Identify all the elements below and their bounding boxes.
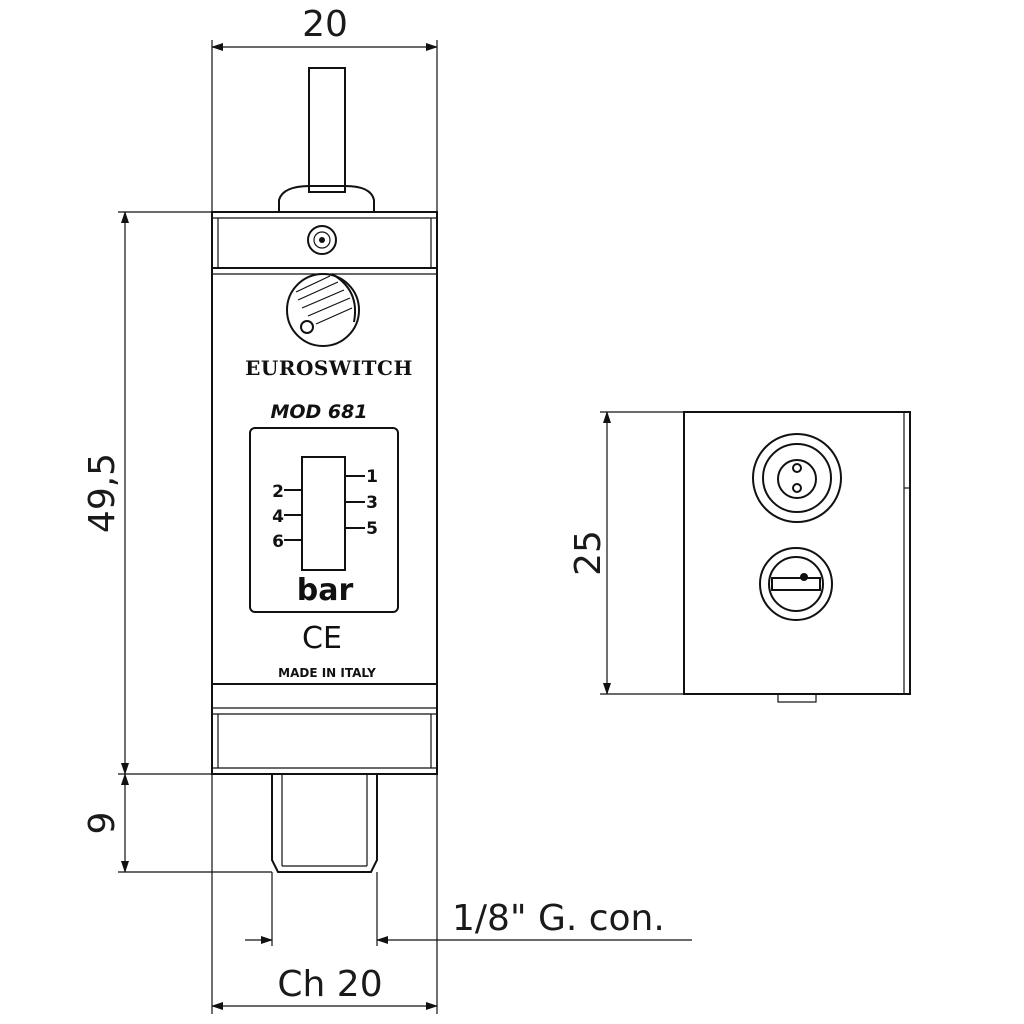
side-view bbox=[683, 411, 911, 703]
scale-window bbox=[249, 427, 399, 613]
side-housing bbox=[683, 411, 911, 695]
scale-number: 3 bbox=[366, 493, 378, 513]
adjustment-screw-icon bbox=[759, 547, 833, 621]
front-view: EUROSWITCH MOD 681 2 4 6 1 3 5 bar CE MA… bbox=[211, 67, 438, 873]
threaded-fitting bbox=[271, 774, 378, 873]
unit-label: bar bbox=[297, 573, 354, 608]
top-screw bbox=[307, 225, 337, 255]
side-dimension: 25 bbox=[568, 411, 684, 695]
origin-label: MADE IN ITALY bbox=[278, 666, 376, 680]
scale-number: 2 bbox=[272, 482, 284, 502]
dim-thread-height-label: 9 bbox=[82, 812, 123, 835]
cable bbox=[308, 67, 346, 193]
ce-mark: CE bbox=[302, 621, 342, 656]
dim-width-label: 20 bbox=[302, 4, 348, 45]
dim-thread-spec-label: 1/8" G. con. bbox=[452, 898, 665, 939]
dim-height-label: 49,5 bbox=[82, 453, 123, 533]
brand-name: EUROSWITCH bbox=[245, 356, 413, 380]
scale-slot bbox=[301, 456, 346, 571]
scale-number: 5 bbox=[366, 519, 378, 539]
brand-logo-icon bbox=[286, 273, 360, 347]
scale-number: 6 bbox=[272, 532, 284, 552]
side-bottom-tab bbox=[777, 693, 817, 703]
connector-socket-icon bbox=[752, 433, 842, 523]
dimension-lines: 20 49,5 9 1/8" G. con. Ch 20 bbox=[82, 4, 692, 1014]
dim-side-height-label: 25 bbox=[568, 530, 609, 576]
scale-number: 1 bbox=[366, 467, 378, 487]
scale-number: 4 bbox=[272, 507, 284, 527]
housing-body bbox=[211, 211, 438, 775]
model-label: MOD 681 bbox=[270, 401, 367, 423]
cable-gland bbox=[278, 185, 375, 213]
dim-hex-label: Ch 20 bbox=[277, 964, 382, 1005]
